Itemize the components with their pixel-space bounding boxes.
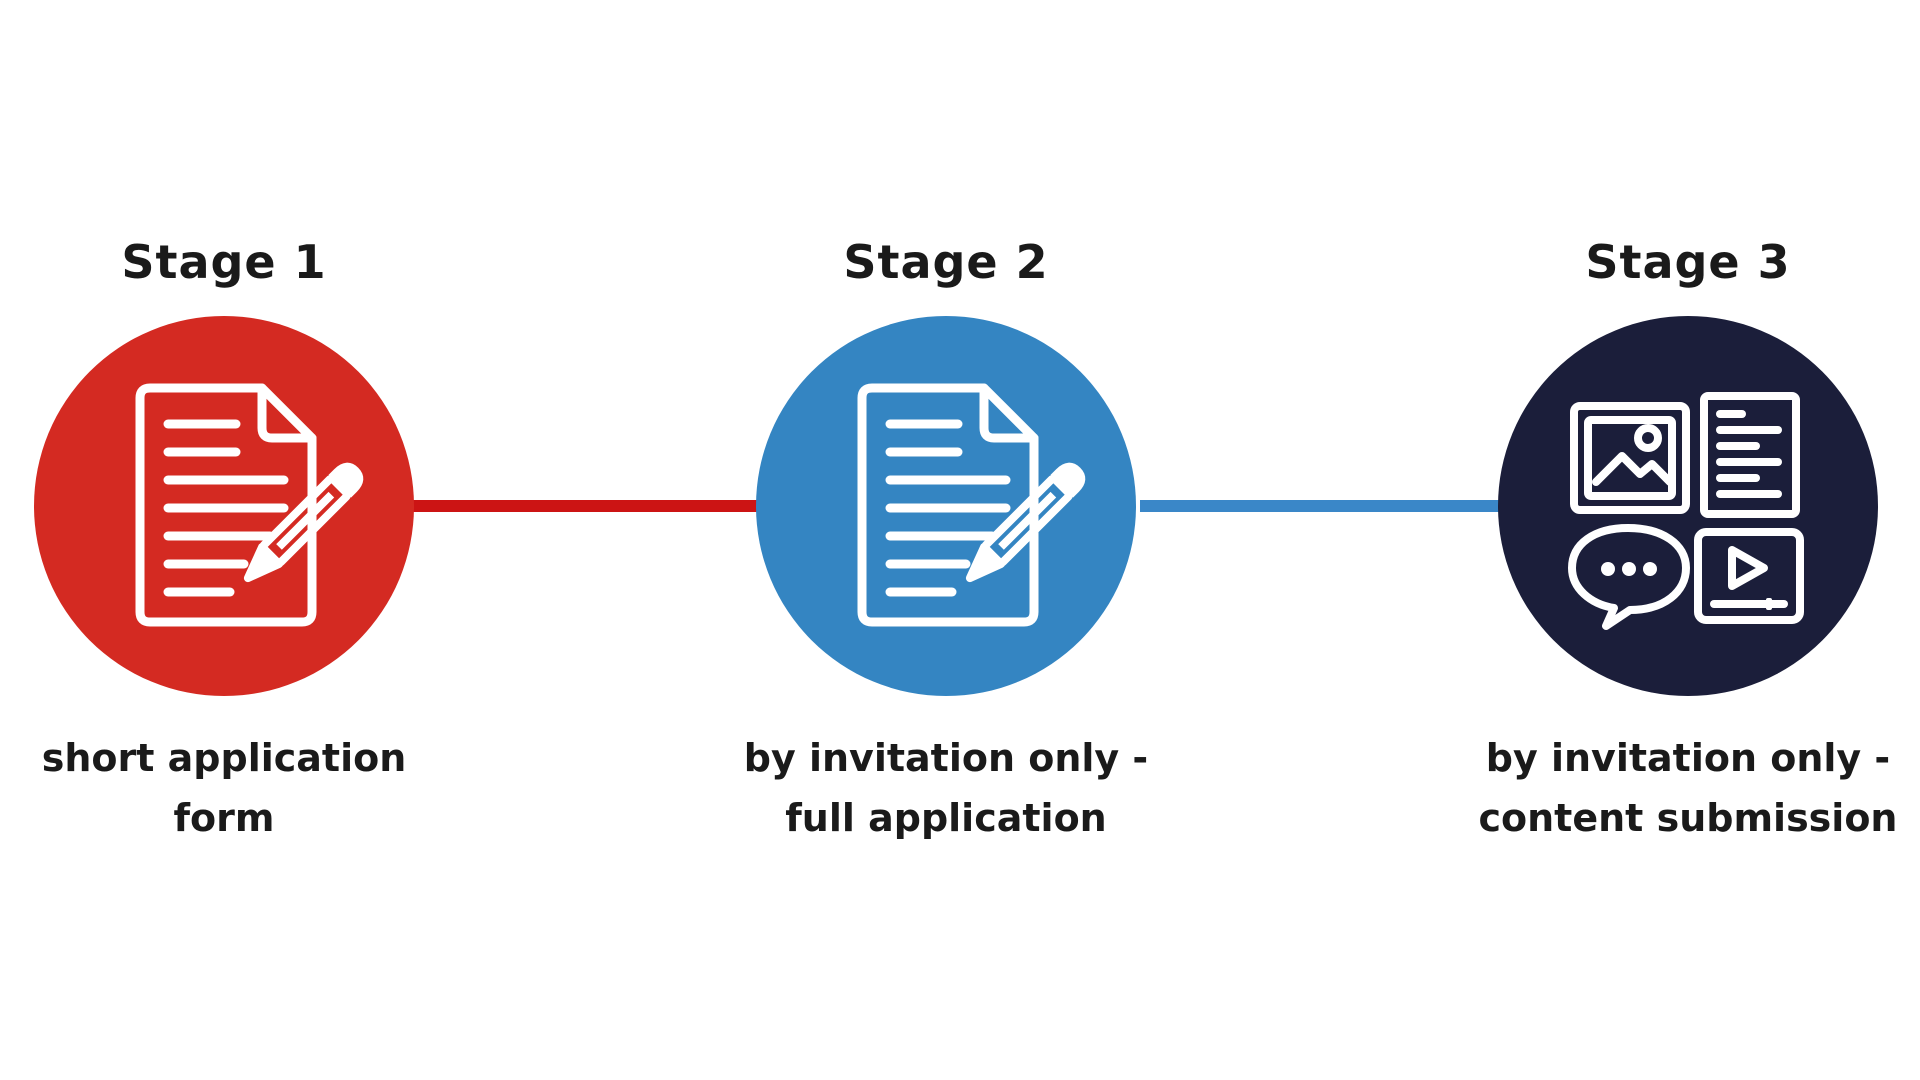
description-line: by invitation only - — [1485, 736, 1891, 780]
stage-title: Stage 2 — [843, 235, 1049, 289]
document-pencil-icon — [857, 383, 1086, 627]
stage-description: by invitation only - full application — [666, 728, 1226, 848]
stage-description: short application form — [0, 728, 504, 848]
description-line: form — [173, 796, 275, 840]
stage-circle — [1498, 316, 1878, 696]
description-line: short application — [41, 736, 407, 780]
connector-line-1-2 — [410, 500, 770, 512]
description-line: by invitation only - — [743, 736, 1149, 780]
description-line: content submission — [1478, 796, 1898, 840]
description-line: full application — [785, 796, 1107, 840]
stage-title: Stage 3 — [1585, 235, 1791, 289]
stage-title: Stage 1 — [121, 235, 327, 289]
stage-description: by invitation only - content submission — [1408, 728, 1920, 848]
stage-circle — [756, 316, 1136, 696]
stage-circle — [34, 316, 414, 696]
document-pencil-icon — [135, 383, 364, 627]
connector-line-2-3 — [1140, 500, 1510, 512]
content-media-icon — [1568, 392, 1804, 630]
